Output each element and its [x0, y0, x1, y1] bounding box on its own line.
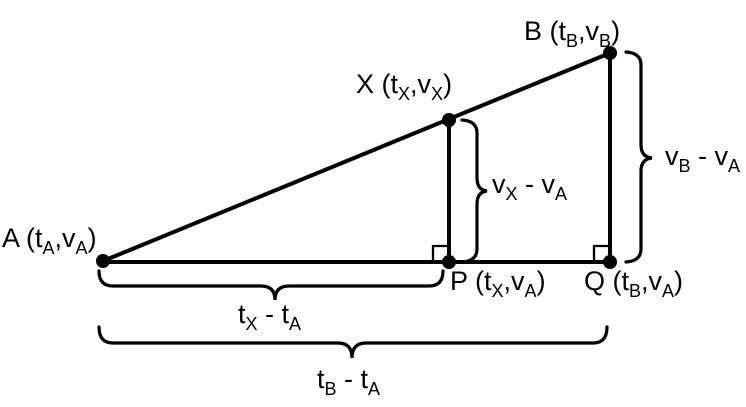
- label-text: ,v: [410, 69, 432, 99]
- label-subscript: B: [599, 31, 612, 51]
- brace-vb-va: [624, 50, 653, 264]
- label-subscript: A: [524, 281, 537, 301]
- label-subscript: A: [662, 281, 675, 301]
- label-text: X (t: [356, 69, 399, 99]
- label-text: B (t: [524, 16, 567, 46]
- point-dot-B: [603, 46, 617, 60]
- point-label-P: P (tX,vA): [450, 266, 546, 301]
- label-subscript: B: [629, 281, 642, 301]
- label-subscript: X: [398, 84, 411, 104]
- measure-label-vx-va: vX - vA: [492, 169, 568, 204]
- label-text: - t: [257, 299, 290, 329]
- label-text: - t: [336, 364, 369, 394]
- label-subscript: A: [728, 156, 741, 176]
- brace-tx-ta: [97, 269, 445, 301]
- label-text: A (t: [2, 223, 43, 253]
- label-subscript: A: [555, 184, 568, 204]
- label-text: t: [317, 364, 325, 394]
- point-label-Q: Q (tB,vA): [584, 266, 684, 301]
- right-angle-mark-Q: [592, 244, 608, 260]
- point-label-B: B (tB,vB): [524, 16, 621, 51]
- point-dot-Q: [603, 255, 617, 269]
- label-text: ,v: [578, 16, 600, 46]
- label-text: ,v: [641, 266, 663, 296]
- brace-tb-ta: [97, 325, 609, 359]
- measure-label-tb-ta: tB - tA: [317, 364, 381, 399]
- label-text: - v: [517, 169, 556, 199]
- label-text: v: [492, 169, 506, 199]
- right-angle-mark-P: [431, 244, 447, 260]
- label-subscript: X: [505, 184, 518, 204]
- measure-label-tx-ta: tX - tA: [238, 299, 302, 334]
- point-label-A: A (tA,vA): [2, 223, 97, 258]
- point-label-X: X (tX,vX): [356, 69, 453, 104]
- point-dot-P: [442, 255, 456, 269]
- label-text: P (t: [450, 266, 492, 296]
- label-text: ): [611, 16, 621, 46]
- line-AB: [101, 51, 612, 263]
- point-dot-A: [96, 254, 110, 268]
- label-text: ): [536, 266, 546, 296]
- label-text: - v: [690, 141, 729, 171]
- label-subscript: B: [678, 156, 691, 176]
- label-subscript: X: [431, 84, 444, 104]
- label-text: v: [665, 141, 679, 171]
- label-subscript: B: [324, 379, 337, 399]
- label-text: ,v: [503, 266, 525, 296]
- label-subscript: A: [368, 379, 381, 399]
- label-subscript: A: [75, 238, 88, 258]
- label-subscript: X: [245, 314, 258, 334]
- label-text: ): [87, 223, 97, 253]
- label-text: ): [674, 266, 684, 296]
- brace-vx-va: [460, 118, 488, 264]
- label-text: Q (t: [584, 266, 629, 296]
- point-dot-X: [442, 113, 456, 127]
- label-text: ): [443, 69, 453, 99]
- label-text: t: [238, 299, 246, 329]
- label-subscript: B: [566, 31, 579, 51]
- label-subscript: A: [289, 314, 302, 334]
- measure-label-vb-va: vB - vA: [665, 141, 741, 176]
- label-text: ,v: [54, 223, 76, 253]
- label-subscript: X: [491, 281, 504, 301]
- label-subscript: A: [42, 238, 55, 258]
